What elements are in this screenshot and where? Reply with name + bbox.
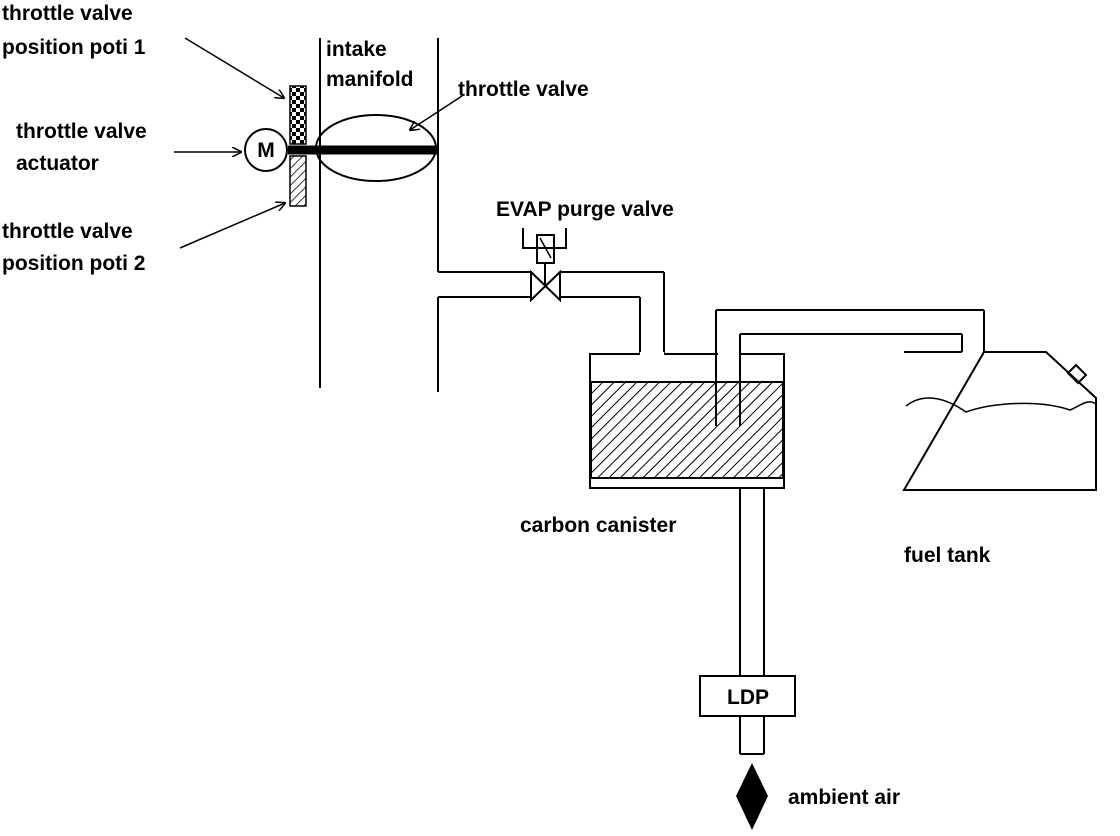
- manifold-label-line1: intake: [326, 38, 387, 61]
- purge-line: [438, 271, 665, 354]
- motor-label: M: [257, 139, 275, 162]
- labels: throttle valve position poti 1 throttle …: [2, 2, 991, 809]
- ldp-line: [739, 488, 765, 755]
- pot1-label-line2: position poti 1: [2, 36, 146, 59]
- pot2-label-line2: position poti 2: [2, 252, 145, 275]
- position-poti-2: [289, 155, 307, 207]
- position-poti-1: [289, 85, 307, 145]
- evap-valve-label: EVAP purge valve: [496, 198, 674, 221]
- tank-vent-line: [715, 309, 985, 426]
- pot2-label-line1: throttle valve: [2, 220, 133, 243]
- fuel-tank-label: fuel tank: [904, 544, 991, 567]
- throttle-valve-label: throttle valve: [458, 78, 589, 101]
- ambient-air-marker: [736, 763, 768, 830]
- leader-arrows: [174, 37, 463, 249]
- evap-purge-valve: [522, 228, 567, 303]
- ambient-air-label: ambient air: [788, 786, 900, 809]
- ldp-module: LDP: [699, 675, 796, 717]
- carbon-canister: [589, 352, 785, 489]
- ldp-label: LDP: [727, 686, 769, 709]
- actuator-label-line2: actuator: [16, 152, 99, 175]
- throttle-valve: [288, 114, 438, 182]
- carbon-canister-label: carbon canister: [520, 514, 676, 537]
- pot1-label-line1: throttle valve: [2, 2, 133, 25]
- actuator-label-line1: throttle valve: [16, 120, 147, 143]
- manifold-label-line2: manifold: [326, 68, 414, 91]
- motor-actuator: M: [244, 128, 288, 172]
- fuel-tank: [902, 351, 1097, 491]
- intake-manifold: [319, 38, 439, 392]
